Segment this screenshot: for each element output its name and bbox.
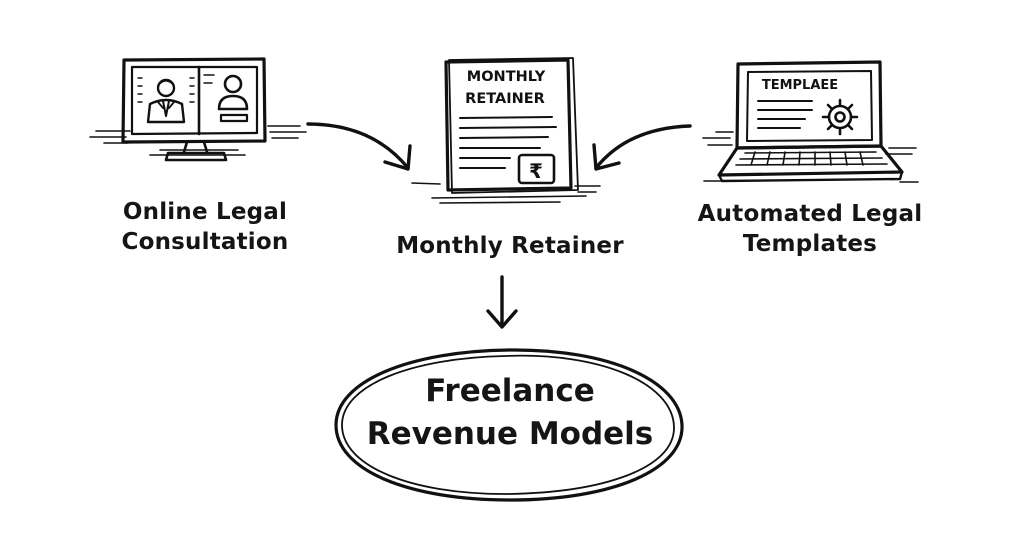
templates-line2: Templates — [742, 230, 878, 257]
node-label-consultation: Online Legal Consultation — [80, 198, 330, 258]
node-label-templates: Automated Legal Templates — [665, 200, 955, 260]
laptop-shadow-hatch — [702, 131, 919, 183]
client-avatar-icon — [203, 74, 249, 123]
template-laptop-icon — [702, 60, 919, 183]
retainer-label: Monthly Retainer — [396, 233, 624, 259]
rupee-stamp-box — [517, 153, 556, 185]
arrow-templates-to-retainer — [592, 124, 692, 171]
doc-title-line2: RETAINER — [465, 91, 545, 107]
lawyer-avatar-icon — [137, 77, 195, 124]
templates-line1: Automated Legal — [697, 201, 923, 227]
doc-title-line1: MONTHLY — [467, 69, 546, 85]
monitor-shadow-hatch — [89, 125, 307, 156]
center-node-title: Freelance Revenue Models — [335, 370, 685, 456]
center-oval — [334, 348, 684, 502]
arrow-retainer-to-center — [486, 275, 518, 329]
rupee-symbol: ₹ — [529, 159, 543, 183]
laptop-screen-title: TEMPLAEE — [762, 78, 838, 93]
retainer-document-icon — [411, 57, 601, 204]
center-line2: Revenue Models — [366, 415, 654, 452]
video-call-monitor-icon — [89, 57, 307, 162]
gear-icon — [821, 98, 859, 136]
node-label-retainer: Monthly Retainer — [365, 232, 655, 262]
center-line1: Freelance — [425, 373, 595, 409]
consultation-line2: Consultation — [121, 228, 289, 255]
arrow-consultation-to-retainer — [306, 122, 412, 171]
consultation-line1: Online Legal — [122, 199, 288, 225]
